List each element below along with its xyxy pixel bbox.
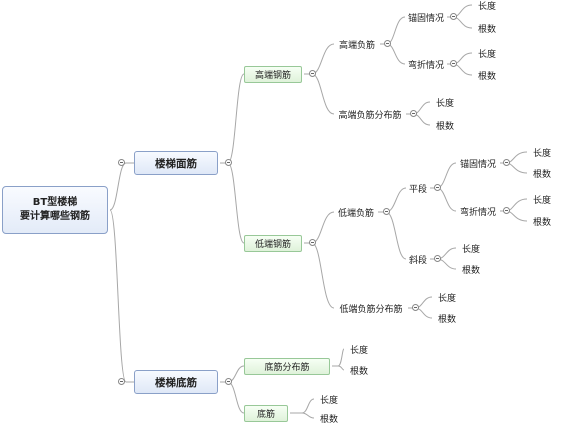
node-low-bend-case[interactable]: 弯折情况 bbox=[459, 207, 496, 218]
collapse-toggle-icon[interactable] bbox=[450, 60, 457, 67]
leaf-length[interactable]: 长度 bbox=[435, 98, 454, 109]
collapse-toggle-icon[interactable] bbox=[410, 110, 417, 117]
leaf-length[interactable]: 长度 bbox=[461, 244, 480, 255]
collapse-toggle-icon[interactable] bbox=[450, 13, 457, 20]
node-high-bend-case[interactable]: 弯折情况 bbox=[407, 60, 444, 71]
leaf-count[interactable]: 根数 bbox=[532, 217, 551, 228]
leaf-count[interactable]: 根数 bbox=[461, 265, 480, 276]
root-title-line2: 要计算哪些钢筋 bbox=[20, 211, 90, 222]
leaf-length[interactable]: 长度 bbox=[532, 195, 551, 206]
node-stair-top-rebar[interactable]: 楼梯面筋 bbox=[134, 151, 218, 175]
collapse-toggle-icon[interactable] bbox=[225, 378, 232, 385]
collapse-toggle-icon[interactable] bbox=[503, 207, 510, 214]
node-low-end-rebar[interactable]: 低端钢筋 bbox=[244, 235, 302, 252]
collapse-toggle-icon[interactable] bbox=[309, 239, 316, 246]
collapse-toggle-icon[interactable] bbox=[434, 255, 441, 262]
node-slope-section[interactable]: 斜段 bbox=[408, 255, 427, 266]
leaf-length[interactable]: 长度 bbox=[437, 293, 456, 304]
leaf-length[interactable]: 长度 bbox=[477, 49, 496, 60]
leaf-length[interactable]: 长度 bbox=[319, 395, 338, 406]
collapse-toggle-icon[interactable] bbox=[503, 159, 510, 166]
node-high-negative-rebar[interactable]: 高端负筋 bbox=[338, 40, 375, 51]
leaf-length[interactable]: 长度 bbox=[349, 345, 368, 356]
leaf-count[interactable]: 根数 bbox=[319, 414, 338, 425]
collapse-toggle-icon[interactable] bbox=[383, 208, 390, 215]
leaf-count[interactable]: 根数 bbox=[477, 71, 496, 82]
node-stair-bottom-rebar[interactable]: 楼梯底筋 bbox=[134, 370, 218, 394]
collapse-toggle-icon[interactable] bbox=[412, 304, 419, 311]
collapse-toggle-icon[interactable] bbox=[118, 378, 125, 385]
root-node[interactable]: BT型楼梯 要计算哪些钢筋 bbox=[2, 186, 108, 234]
leaf-count[interactable]: 根数 bbox=[437, 314, 456, 325]
node-flat-section[interactable]: 平段 bbox=[408, 184, 427, 195]
collapse-toggle-icon[interactable] bbox=[384, 40, 391, 47]
node-low-negative-distribution[interactable]: 低端负筋分布筋 bbox=[339, 304, 403, 315]
node-high-end-rebar[interactable]: 高端钢筋 bbox=[244, 66, 302, 83]
collapse-toggle-icon[interactable] bbox=[309, 70, 316, 77]
leaf-length[interactable]: 长度 bbox=[477, 1, 496, 12]
node-bottom-distribution-rebar[interactable]: 底筋分布筋 bbox=[244, 358, 330, 375]
collapse-toggle-icon[interactable] bbox=[118, 159, 125, 166]
node-high-anchor-case[interactable]: 锚固情况 bbox=[407, 13, 444, 24]
node-bottom-main-rebar[interactable]: 底筋 bbox=[244, 405, 288, 422]
node-high-negative-distribution[interactable]: 高端负筋分布筋 bbox=[338, 110, 402, 121]
leaf-length[interactable]: 长度 bbox=[532, 148, 551, 159]
leaf-count[interactable]: 根数 bbox=[435, 121, 454, 132]
node-low-anchor-case[interactable]: 锚固情况 bbox=[459, 159, 496, 170]
root-title-line1: BT型楼梯 bbox=[32, 197, 78, 208]
leaf-count[interactable]: 根数 bbox=[477, 24, 496, 35]
node-low-negative-rebar[interactable]: 低端负筋 bbox=[337, 208, 374, 219]
collapse-toggle-icon[interactable] bbox=[434, 184, 441, 191]
leaf-count[interactable]: 根数 bbox=[349, 366, 368, 377]
leaf-count[interactable]: 根数 bbox=[532, 169, 551, 180]
collapse-toggle-icon[interactable] bbox=[225, 159, 232, 166]
